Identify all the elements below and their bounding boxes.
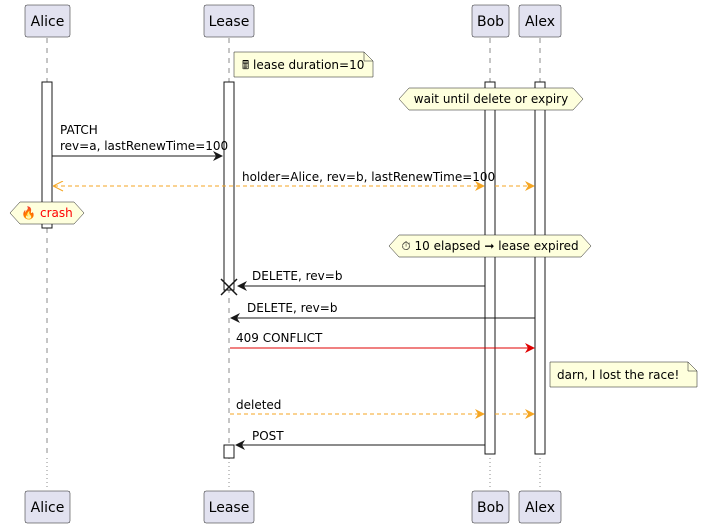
- message-deleted: deleted: [230, 398, 535, 419]
- message-delete-bob: DELETE, rev=b: [220, 269, 485, 296]
- svg-text:Alex: Alex: [525, 500, 555, 516]
- activation-alice: [41, 81, 53, 229]
- activation-alex: [534, 81, 546, 455]
- hex-crash: 🔥 crash: [9, 201, 85, 225]
- svg-text:darn, I lost the race!: darn, I lost the race!: [557, 368, 679, 382]
- svg-text:Lease: Lease: [209, 500, 250, 516]
- svg-text:PATCH: PATCH: [60, 123, 98, 137]
- message-conflict: 409 CONFLICT: [230, 331, 535, 353]
- svg-text:deleted: deleted: [236, 398, 281, 412]
- svg-text:Bob: Bob: [477, 500, 504, 516]
- svg-text:⏱ 10 elapsed ➞ lease expired: ⏱ 10 elapsed ➞ lease expired: [401, 239, 578, 253]
- participant-bob-bottom: Bob: [471, 490, 510, 524]
- message-delete-alex: DELETE, rev=b: [230, 301, 535, 323]
- participant-lease-bottom: Lease: [203, 490, 255, 524]
- svg-text:Bob: Bob: [477, 14, 504, 30]
- svg-text:DELETE, rev=b: DELETE, rev=b: [252, 269, 342, 283]
- activation-bob: [484, 81, 496, 455]
- svg-text:Alice: Alice: [31, 500, 65, 516]
- hex-elapsed: ⏱ 10 elapsed ➞ lease expired: [388, 234, 592, 258]
- note-lease-duration: 🖩 lease duration=10: [233, 51, 374, 78]
- message-holder: holder=Alice, rev=b, lastRenewTime=100: [54, 170, 535, 186]
- svg-text:Lease: Lease: [209, 14, 250, 30]
- participant-alice-bottom: Alice: [24, 490, 71, 524]
- svg-text:rev=a, lastRenewTime=100: rev=a, lastRenewTime=100: [60, 139, 228, 153]
- svg-text:🖩 lease duration=10: 🖩 lease duration=10: [242, 58, 364, 72]
- message-post: POST: [235, 429, 485, 450]
- participant-bob-top: Bob: [471, 4, 510, 38]
- hex-wait: wait until delete or expiry: [398, 87, 584, 111]
- svg-text:Alice: Alice: [31, 14, 65, 30]
- participant-lease-top: Lease: [203, 4, 255, 38]
- participant-alice-top: Alice: [24, 4, 71, 38]
- svg-text:POST: POST: [252, 429, 284, 443]
- svg-text:DELETE, rev=b: DELETE, rev=b: [247, 301, 337, 315]
- svg-text:holder=Alice, rev=b, lastRenew: holder=Alice, rev=b, lastRenewTime=100: [242, 170, 495, 184]
- svg-text:wait until delete or expiry: wait until delete or expiry: [414, 92, 568, 106]
- participant-alex-top: Alex: [518, 4, 562, 38]
- activation-lease-post: [223, 444, 235, 459]
- participant-alex-bottom: Alex: [518, 490, 562, 524]
- svg-text:409 CONFLICT: 409 CONFLICT: [236, 331, 323, 345]
- svg-text:Alex: Alex: [525, 14, 555, 30]
- note-lost-race: darn, I lost the race!: [549, 361, 698, 388]
- destroy-x-icon: [220, 278, 238, 296]
- message-patch: PATCH rev=a, lastRenewTime=100: [52, 123, 228, 161]
- svg-text:🔥 crash: 🔥 crash: [21, 206, 73, 220]
